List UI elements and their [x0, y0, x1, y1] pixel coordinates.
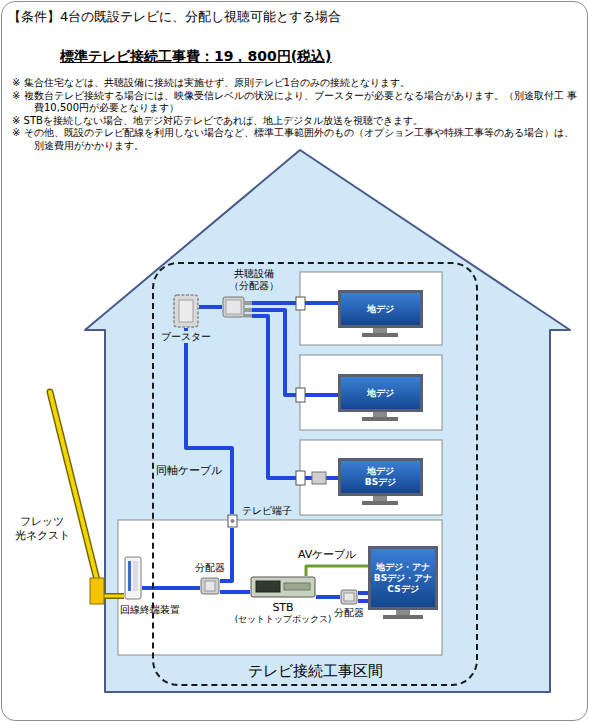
cable-label: 同軸ケーブル	[156, 464, 222, 478]
tv-label: 地デジ	[361, 388, 401, 399]
price-heading: 標準テレビ接続工事費：19，800円(税込)	[60, 47, 587, 65]
av-cable	[306, 566, 368, 576]
fiber-pole	[50, 392, 97, 580]
device-label: 共聴設備 （分配器）	[222, 268, 286, 292]
note-text: ※ STBを接続しない場合、地デジ対応テレビであれば、地上デジタル放送を視聴でき…	[12, 115, 577, 128]
room	[300, 272, 442, 345]
device-label: ブースター	[160, 331, 212, 343]
device-label: STB	[272, 601, 293, 614]
coax-cable	[358, 599, 368, 603]
onu: 回線終端装置	[114, 556, 186, 616]
tv-screen: 地デジ BSデジ	[338, 458, 423, 496]
device-label: 回線終端装置	[120, 604, 180, 616]
note-text: ※ 複数台テレビ接続する場合には、映像受信レベルの状況により、ブースターが必要と…	[12, 90, 577, 115]
fiber-line	[104, 595, 124, 598]
tv-stand	[373, 412, 387, 417]
coax-cable	[358, 591, 368, 595]
tv-screen: 地デジ	[338, 374, 423, 412]
tv-stand	[362, 501, 398, 505]
coax-cable	[252, 301, 338, 305]
room	[300, 355, 442, 430]
room	[300, 440, 442, 515]
coax-cable	[199, 305, 222, 309]
area-label: テレビ接続工事区間	[248, 662, 383, 680]
tv-screen: 地デジ	[338, 290, 423, 328]
tv-stand	[362, 417, 398, 421]
cable-label: AVケーブル	[298, 548, 356, 562]
coax-cable	[220, 528, 232, 581]
set-top-box: STB(セットトップボックス)	[233, 576, 333, 625]
tv-stand	[383, 615, 423, 619]
device-label: テレビ端子	[242, 505, 292, 517]
tv-stand	[362, 333, 398, 337]
booster: ブースター	[158, 294, 214, 343]
tv-label: 地デジ BSデジ	[361, 466, 401, 488]
splitter: 分配器	[192, 562, 228, 595]
wall-socket	[296, 471, 305, 485]
set-top-box-icon	[250, 576, 316, 598]
tv-label: 地デジ・アナ BSデジ・アナ CSデジ	[373, 562, 433, 595]
condition-text: 【条件】4台の既設テレビに、分配し視聴可能とする場合	[8, 8, 587, 25]
coax-cable	[186, 328, 232, 514]
note-text: ※ その他、既設のテレビ配線を利用しない場合など、標準工事範囲外のもの（オプショ…	[12, 127, 577, 152]
coax-cable	[252, 310, 338, 395]
tv-outlet-icon	[227, 514, 238, 528]
booster-icon	[173, 294, 199, 328]
splitter-icon	[200, 577, 220, 595]
room	[118, 520, 442, 655]
fiber-line	[104, 593, 124, 599]
coax-cable	[142, 586, 200, 590]
device-label: 分配器	[195, 562, 225, 574]
house-outline	[85, 150, 570, 692]
device-sublabel: (セットトップボックス)	[235, 614, 332, 625]
device-label: 分配器	[334, 607, 364, 618]
coax-cable	[316, 595, 340, 599]
tv-stand	[373, 328, 387, 333]
splitter: 分配器	[333, 589, 365, 618]
tv-outlet: テレビ端子	[227, 505, 292, 528]
fiber-terminal	[90, 578, 104, 604]
small-splitter	[312, 472, 326, 484]
distributor: 共聴設備 （分配器）	[222, 268, 286, 318]
wall-socket	[296, 388, 305, 402]
service-name: フレッツ 光ネクスト	[12, 515, 72, 543]
tv-screen: 地デジ・アナ BSデジ・アナ CSデジ	[368, 546, 438, 610]
coax-cable	[252, 316, 338, 478]
wall-socket	[296, 297, 305, 310]
tv-stand	[396, 610, 410, 615]
tv-label: 地デジ	[361, 304, 401, 315]
coax-cable	[220, 590, 250, 594]
distributor-icon	[222, 296, 252, 318]
splitter-icon	[340, 589, 358, 605]
fiber-pole	[50, 392, 97, 580]
tv-stand	[373, 496, 387, 501]
onu-icon	[124, 556, 142, 600]
note-text: ※ 集合住宅などは、共聴設備に接続は実施せず、原則テレビ1台のみの接続となります…	[12, 77, 577, 90]
